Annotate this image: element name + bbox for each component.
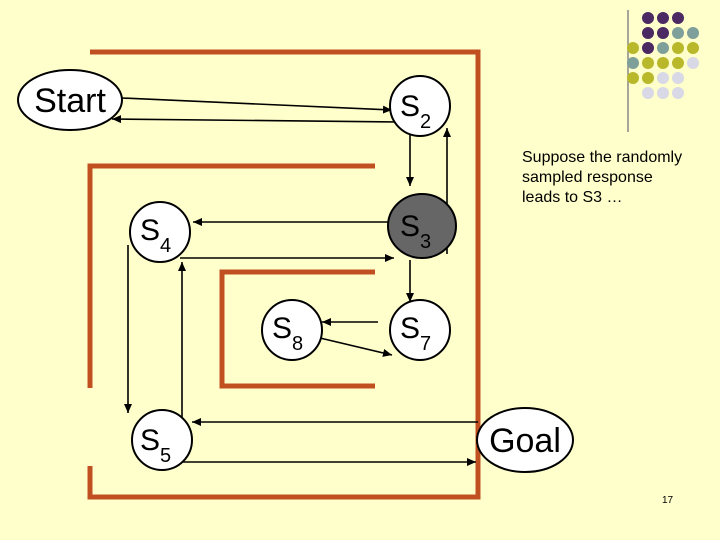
decorative-dot bbox=[627, 72, 639, 84]
node-s7-sub: 7 bbox=[420, 333, 431, 355]
decorative-dots bbox=[627, 10, 699, 132]
decorative-dot bbox=[687, 42, 699, 54]
node-s8-sub: 8 bbox=[292, 333, 303, 355]
decorative-dot bbox=[657, 57, 669, 69]
node-s5-sub: 5 bbox=[160, 445, 171, 467]
node-s7-base: S bbox=[400, 312, 420, 345]
decorative-dot bbox=[672, 12, 684, 24]
decorative-dot bbox=[642, 72, 654, 84]
node-goal-label: Goal bbox=[489, 422, 561, 460]
decorative-dot bbox=[642, 27, 654, 39]
node-s8-base: S bbox=[272, 312, 292, 345]
decorative-dot bbox=[657, 42, 669, 54]
decorative-dot bbox=[627, 42, 639, 54]
edge-start-to-s2 bbox=[121, 97, 393, 114]
decorative-dot bbox=[642, 12, 654, 24]
node-s4-sub: 4 bbox=[160, 235, 171, 257]
node-s8: S8 bbox=[261, 299, 323, 361]
decorative-dot bbox=[642, 87, 654, 99]
node-s3-sub: 3 bbox=[420, 231, 431, 253]
edge-s2-to-start bbox=[111, 115, 401, 124]
decorative-dot bbox=[687, 57, 699, 69]
node-s3-base: S bbox=[400, 210, 420, 243]
middle-region-border bbox=[87, 163, 375, 388]
decorative-dot bbox=[642, 57, 654, 69]
decorative-dot bbox=[657, 72, 669, 84]
node-s2-base: S bbox=[400, 90, 420, 123]
svg-text:S7: S7 bbox=[400, 312, 431, 355]
caption-text: Suppose the randomly sampled response le… bbox=[522, 149, 683, 206]
page-number: 17 bbox=[662, 495, 674, 506]
node-s3: S3 bbox=[387, 193, 457, 259]
svg-text:S2: S2 bbox=[400, 90, 431, 133]
decorative-dot bbox=[657, 27, 669, 39]
node-s2-sub: 2 bbox=[420, 111, 431, 133]
node-s4: S4 bbox=[129, 201, 191, 263]
node-goal: Goal bbox=[476, 407, 574, 473]
node-start-label: Start bbox=[34, 82, 106, 120]
decorative-dot bbox=[687, 27, 699, 39]
svg-text:S8: S8 bbox=[272, 312, 303, 355]
node-s5: S5 bbox=[131, 409, 193, 471]
region-borders bbox=[87, 49, 481, 500]
inner-region-border bbox=[219, 269, 375, 389]
decorative-dot bbox=[657, 12, 669, 24]
decorative-dot bbox=[672, 42, 684, 54]
node-s2: S2 bbox=[389, 75, 451, 137]
decorative-dot bbox=[672, 72, 684, 84]
outer-region-border bbox=[87, 49, 481, 500]
decorative-dot bbox=[672, 27, 684, 39]
decorative-dot bbox=[657, 87, 669, 99]
svg-text:S5: S5 bbox=[140, 424, 171, 467]
edges bbox=[111, 97, 478, 466]
node-start: Start bbox=[17, 69, 123, 131]
edge-s8-to-s7 bbox=[319, 337, 393, 357]
node-s4-base: S bbox=[140, 214, 160, 247]
node-s5-base: S bbox=[140, 424, 160, 457]
decorative-dot bbox=[672, 87, 684, 99]
decorative-dot bbox=[672, 57, 684, 69]
decorative-dot bbox=[627, 57, 639, 69]
svg-text:S3: S3 bbox=[400, 210, 431, 253]
node-s7: S7 bbox=[389, 299, 451, 361]
decorative-dot bbox=[642, 42, 654, 54]
svg-text:S4: S4 bbox=[140, 214, 171, 257]
